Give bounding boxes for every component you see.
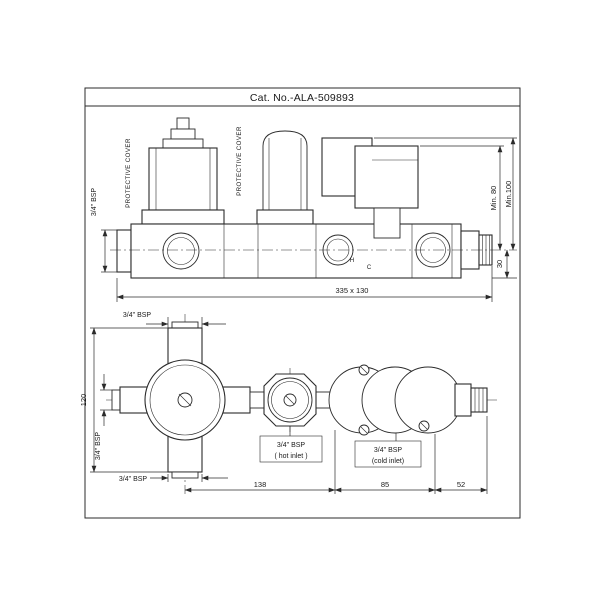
cover-neck — [162, 138, 204, 149]
cover-knob — [176, 117, 190, 130]
label-bsp-top: 3/4" BSP — [123, 312, 151, 319]
drawing-border — [84, 87, 521, 519]
dim-min-100: Min.100 — [504, 181, 513, 208]
middle-protective-cover — [256, 130, 314, 225]
screw-slot — [360, 426, 368, 434]
connector-right — [315, 391, 331, 409]
hot-inlet-size: 3/4" BSP — [277, 442, 305, 449]
dim-overall: 335 x 130 — [116, 266, 493, 302]
dim-min-heights: Min. 80 Min.100 30 — [374, 137, 517, 279]
plan-view: 3/4" BSP 120 3/4" BSP 3/4" BSP — [79, 312, 500, 494]
hot-inlet-label: 3/4" BSP ( hot inlet ) — [259, 426, 323, 463]
body-left-cap — [116, 229, 132, 273]
knob-screw-slot — [178, 393, 192, 407]
cold-inlet-label: 3/4" BSP (cold inlet) — [354, 433, 422, 468]
dim-bsp-outlet: 3/4" BSP — [91, 188, 117, 273]
screw-slot — [360, 366, 368, 374]
cover-cylinder — [148, 147, 218, 211]
bottom-port-cap — [171, 471, 199, 479]
cover-collar — [256, 209, 314, 225]
top-port-cap — [171, 321, 199, 329]
hot-inlet-box — [259, 435, 323, 463]
dim-30: 30 — [495, 260, 504, 268]
hot-inlet-name: ( hot inlet ) — [274, 453, 307, 460]
cold-inlet-box — [354, 440, 422, 468]
cold-inlet-size: 3/4" BSP — [374, 447, 402, 454]
left-protective-cover — [141, 117, 225, 225]
cold-mark: C — [367, 265, 372, 271]
cold-inlet-name: (cold inlet) — [372, 458, 404, 465]
cover-flange — [141, 209, 225, 225]
cartridge-stub — [454, 383, 472, 417]
cover-knob-collar — [170, 128, 196, 140]
dim-bsp-top: 3/4" BSP — [123, 312, 226, 329]
dim-bsp-left: 3/4" BSP — [95, 374, 112, 460]
dim-138-text: 138 — [254, 480, 267, 489]
diverter-block — [321, 137, 419, 209]
port-circle-left-inner — [167, 237, 195, 265]
diverter-knob-inner — [271, 381, 309, 419]
dim-chain-bottom: 138 85 52 — [184, 416, 488, 494]
dim-overall-text: 335 x 130 — [336, 286, 369, 295]
catalog-number-title: Cat. No.-ALA-509893 — [250, 92, 354, 104]
dim-bsp-bottom: 3/4" BSP — [119, 474, 228, 483]
plan-left-body — [111, 321, 251, 479]
diverter-stem — [373, 207, 401, 239]
connector-left — [249, 391, 265, 409]
dim-52-text: 52 — [457, 480, 465, 489]
diverter-block-lower — [354, 145, 419, 209]
dim-120: 120 — [79, 327, 168, 473]
label-bsp-outlet: 3/4" BSP — [91, 188, 98, 216]
control-knob-inner — [149, 364, 221, 436]
screw-slot — [420, 422, 428, 430]
plan-cartridge-body — [328, 364, 488, 436]
top-view: H C PROTECTIVE COVER PROTECTIVE COVER 3/… — [91, 117, 517, 302]
valve-body-front: H C — [116, 207, 493, 279]
cover-dome — [262, 130, 308, 210]
label-protective-cover-1: PROTECTIVE COVER — [125, 138, 132, 208]
dim-85-text: 85 — [381, 480, 389, 489]
diverter-screw-slot — [285, 395, 295, 405]
dim-min-80: Min. 80 — [489, 186, 498, 211]
label-bsp-bottom: 3/4" BSP — [119, 476, 147, 483]
label-bsp-left: 3/4" BSP — [95, 432, 102, 460]
port-circle-left — [162, 232, 200, 270]
dim-120-text: 120 — [79, 394, 88, 407]
plan-middle-mount — [249, 373, 331, 427]
left-port-cap — [111, 389, 121, 411]
label-protective-cover-2: PROTECTIVE COVER — [236, 126, 243, 196]
hot-mark: H — [350, 258, 354, 264]
